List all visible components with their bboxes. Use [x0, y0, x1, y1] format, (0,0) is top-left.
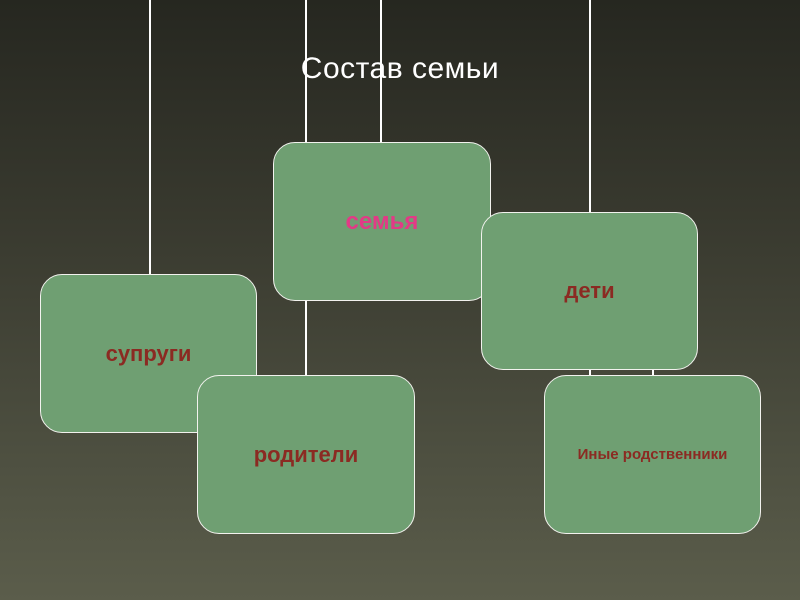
node-semya: семья — [273, 142, 491, 301]
node-roditeli-label: родители — [253, 441, 359, 467]
node-deti: дети — [481, 212, 698, 370]
node-inye-label: Иные родственники — [577, 446, 728, 463]
node-deti-label: дети — [564, 278, 615, 303]
node-suprugi-label: супруги — [105, 340, 192, 366]
node-semya-label: семья — [345, 207, 419, 235]
node-roditeli: родители — [197, 375, 415, 534]
slide-title: Состав семьи — [300, 52, 500, 85]
node-inye-rodstvenniki: Иные родственники — [544, 375, 761, 534]
